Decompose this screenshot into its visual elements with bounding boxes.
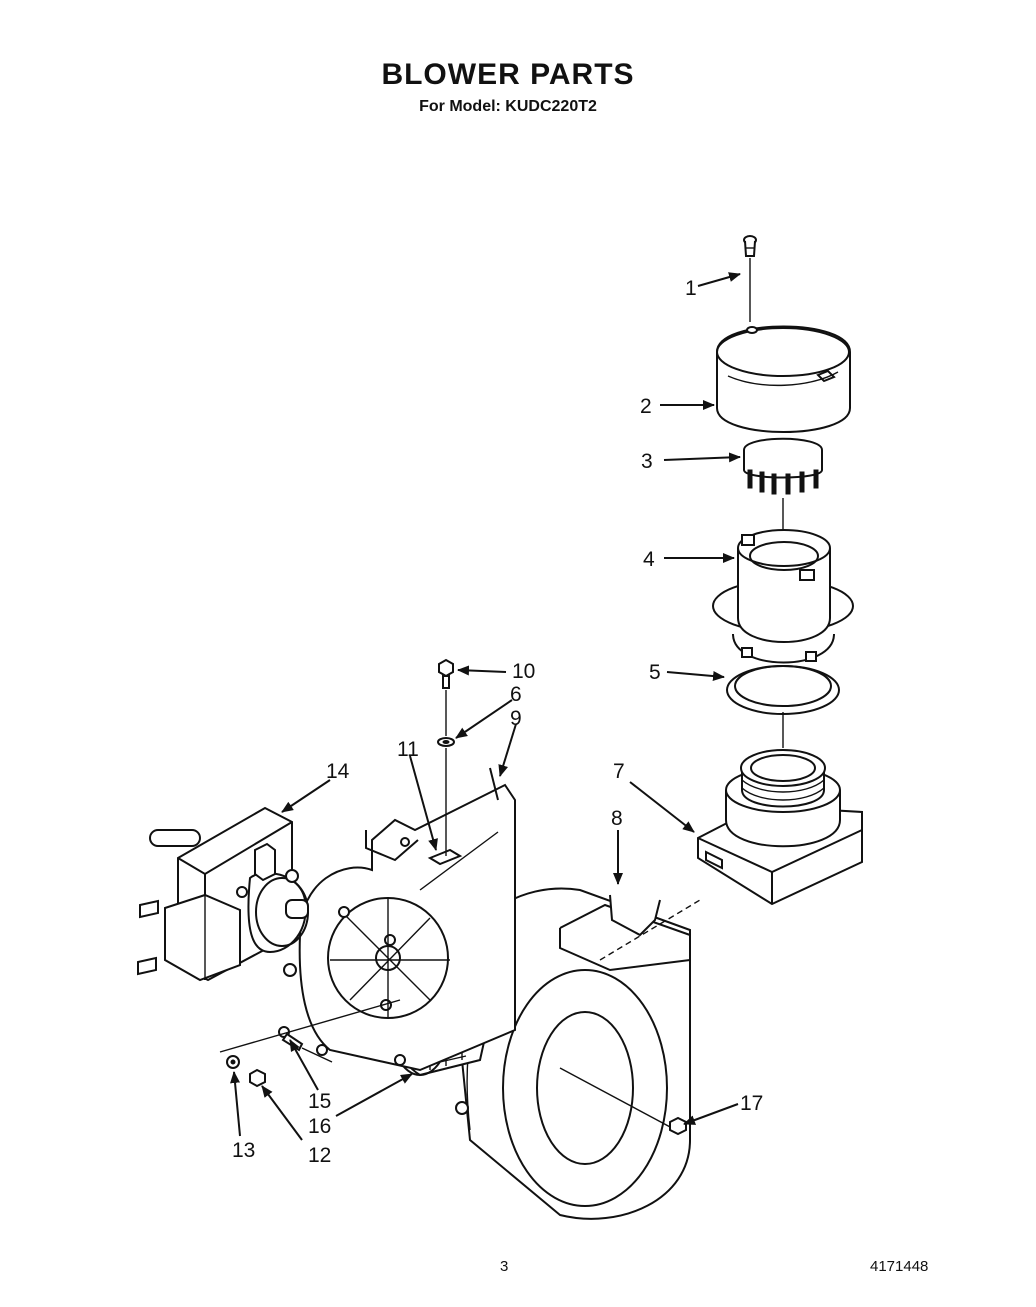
part-3-terminal-block — [743, 437, 823, 530]
callout-10: 10 — [512, 660, 535, 683]
leader-lines — [230, 272, 741, 1141]
part-4-collar — [712, 529, 854, 664]
callout-13: 13 — [232, 1139, 255, 1162]
callout-17: 17 — [740, 1092, 763, 1115]
callout-1: 1 — [685, 277, 697, 300]
page-title: BLOWER PARTS — [381, 58, 635, 91]
motor-mount-plate — [298, 767, 516, 1072]
callout-5: 5 — [649, 661, 661, 684]
callout-6: 6 — [510, 683, 522, 706]
part-12-nut — [249, 1068, 266, 1088]
callout-4: 4 — [643, 548, 655, 571]
part-13-washer — [219, 999, 401, 1069]
callout-15: 15 — [308, 1090, 331, 1113]
part-6-washer — [437, 737, 455, 856]
callout-9: 9 — [510, 707, 522, 730]
part-1-screw — [743, 235, 757, 322]
part-10-bolt — [438, 658, 454, 736]
callout-3: 3 — [641, 450, 653, 473]
callout-12: 12 — [308, 1144, 331, 1167]
callout-2: 2 — [640, 395, 652, 418]
part-7-duct-fitting — [697, 749, 863, 906]
callout-16: 16 — [308, 1115, 331, 1138]
part-5-gasket — [726, 665, 840, 748]
callout-14: 14 — [326, 760, 350, 783]
callout-11: 11 — [397, 738, 419, 761]
part-2-cap — [716, 325, 851, 450]
part-14-motor — [137, 806, 309, 982]
callout-8: 8 — [611, 807, 623, 830]
callout-labels: 1 2 3 4 5 6 7 8 9 10 11 12 13 14 15 16 1… — [232, 277, 763, 1167]
document-number: 4171448 — [870, 1258, 929, 1275]
callout-7: 7 — [613, 760, 625, 783]
model-subtitle: For Model: KUDC220T2 — [419, 98, 597, 115]
page-number: 3 — [500, 1258, 509, 1275]
